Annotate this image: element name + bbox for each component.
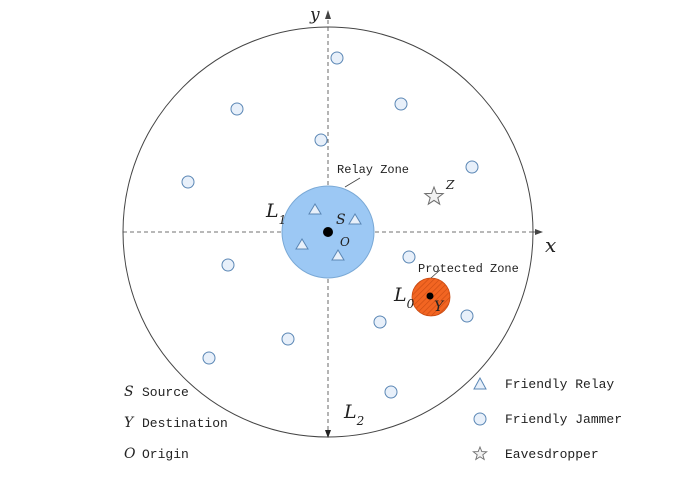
jammer-circle (202, 351, 216, 365)
jammer-circle (384, 385, 398, 399)
relay-zone-leader (344, 177, 361, 188)
jammer-circle (221, 258, 235, 272)
x-axis-arrow-icon (535, 229, 543, 235)
l2-arrow-icon (325, 430, 331, 438)
origin-marker-label: O (340, 235, 350, 249)
l1-label: L1 (265, 200, 286, 227)
jammer-circle (181, 175, 195, 189)
y-axis-label: y (309, 5, 320, 25)
y-axis-arrow-icon (325, 10, 331, 19)
jammer-circle (373, 315, 387, 329)
legend-relay-text: Friendly Relay (505, 377, 614, 392)
eavesdropper-marker-label: Z (445, 178, 455, 192)
legend-eavesdropper-text: Eavesdropper (505, 447, 599, 462)
x-axis-label: x (545, 233, 556, 257)
relay-triangle-3 (295, 238, 309, 250)
relay-zone-label: Relay Zone (337, 163, 409, 177)
legend-origin-text: Origin (142, 447, 189, 462)
relay-triangle-4 (331, 249, 345, 261)
protected-zone-leader (430, 269, 441, 279)
legend-destination-text: Destination (142, 416, 228, 431)
eavesdropper-star-icon (423, 185, 445, 206)
legend-right: Friendly Relay Friendly Jammer Eavesdrop… (472, 376, 622, 462)
legend-relay-triangle-icon (473, 376, 487, 390)
jammer-circle (465, 160, 479, 174)
source-marker-label: S (336, 212, 346, 228)
legend-eavesdropper-star-icon (472, 445, 488, 461)
legend-jammer-text: Friendly Jammer (505, 412, 622, 427)
legend-source-text: Source (142, 385, 189, 400)
l0-label: L0 (393, 284, 415, 311)
destination-marker-label: Y (434, 299, 445, 315)
jammer-circle (281, 332, 295, 346)
jammer-circle (460, 309, 474, 323)
source-node (323, 227, 333, 237)
jammer-circle (230, 102, 244, 116)
legend-destination-symbol: Y (124, 415, 135, 431)
legend-left: S Source Y Destination O Origin (124, 384, 228, 462)
destination-node (426, 292, 434, 300)
relay-triangle-2 (348, 213, 362, 225)
legend-origin-symbol: O (124, 446, 136, 462)
jammer-circle (394, 97, 408, 111)
jammer-circle (314, 133, 328, 147)
jammer-circle (402, 250, 416, 264)
relay-triangle-1 (308, 203, 322, 215)
l2-label: L2 (343, 401, 364, 428)
legend-source-symbol: S (124, 384, 134, 400)
protected-zone-label: Protected Zone (418, 262, 519, 276)
jammer-circle (330, 51, 344, 65)
legend-jammer-circle-icon (473, 412, 487, 426)
